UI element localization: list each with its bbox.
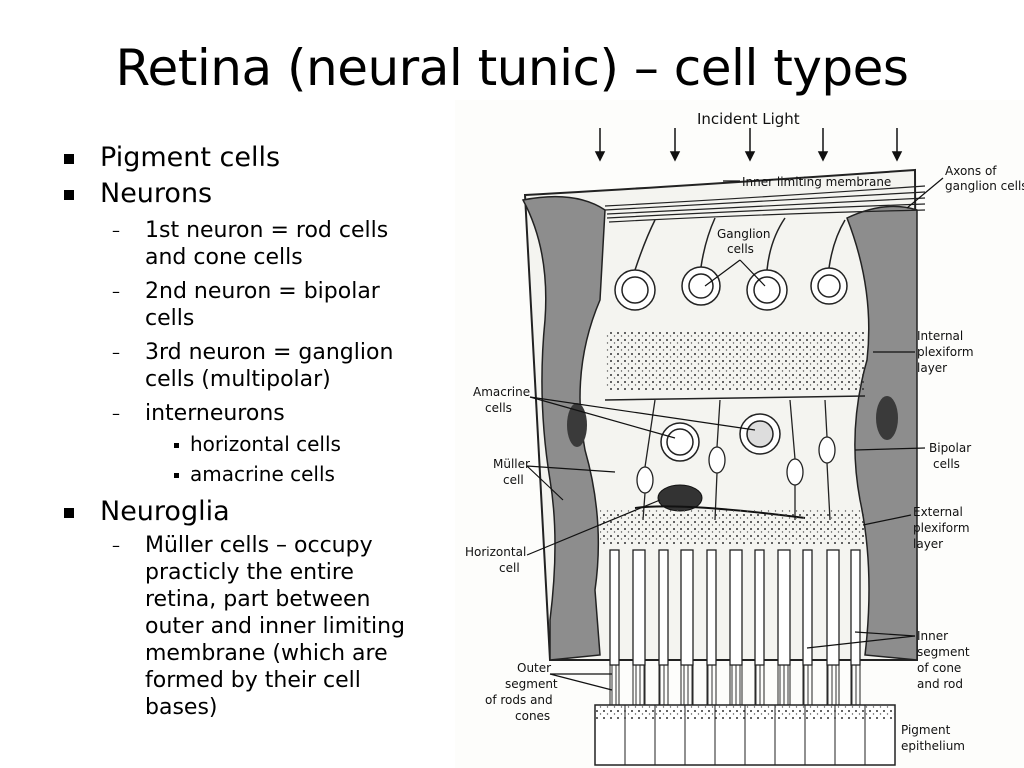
ganglion-label-line1: Ganglion — [717, 227, 771, 241]
line: interneurons — [145, 401, 285, 426]
bullet-item: Neuroglia — [62, 496, 457, 528]
incident-light-label: Incident Light — [697, 110, 800, 128]
outer-segment-label-line1: Outer — [517, 661, 551, 675]
outer-segment-label-line3: of rods and — [485, 693, 553, 707]
pigment-epithelium-label-line2: epithelium — [901, 739, 965, 753]
internal-plexiform-layer — [605, 330, 865, 390]
bullet-text: Neurons — [100, 178, 213, 209]
amacrine-cells — [660, 413, 781, 462]
line: 1st neuron = rod cells — [145, 218, 389, 243]
bullet-text: amacrine cells — [190, 462, 335, 486]
leader-lines — [526, 177, 944, 691]
ganglion-cells — [614, 217, 848, 311]
retina-diagram: Incident Light Inner limiting membrane A… — [455, 100, 1024, 768]
sub-bullet-item: – interneurons — [62, 400, 457, 427]
sub-sub-bullet-item: horizontal cells — [62, 432, 457, 457]
bullet-text: Pigment cells — [100, 142, 281, 173]
bullet-text: Neuroglia — [100, 496, 230, 527]
line: bases) — [145, 695, 218, 720]
square-bullet-icon — [64, 190, 74, 200]
sub-sub-bullet-item: amacrine cells — [62, 462, 457, 487]
dash-bullet-icon: – — [112, 404, 120, 423]
inner-segment-label-line1: Inner — [917, 629, 948, 643]
horizontal-label-line1: Horizontal — [465, 545, 526, 559]
inner-segment-label-line4: and rod — [917, 677, 963, 691]
muller-nucleus-right — [876, 396, 898, 440]
dash-bullet-icon: – — [112, 343, 120, 362]
axons-label-line2: ganglion cells — [945, 179, 1024, 193]
square-bullet-icon — [64, 154, 74, 164]
inner-limiting-membrane-label: Inner limiting membrane — [742, 175, 891, 189]
sub-bullet-item: – Müller cells – occupy practicly the en… — [62, 532, 457, 721]
dash-bullet-icon: – — [112, 221, 120, 240]
axons-label-line1: Axons of — [945, 164, 997, 178]
line: practicly the entire — [145, 560, 354, 585]
pigment-granules — [595, 705, 895, 719]
outer-segments — [609, 664, 861, 706]
outer-segment-label-line2: segment — [505, 677, 558, 691]
internal-plexiform-label-line1: Internal — [917, 329, 963, 343]
muller-column-left — [521, 195, 606, 661]
amacrine-label-line2: cells — [485, 401, 512, 415]
line: outer and inner limiting — [145, 614, 405, 639]
line: 2nd neuron = bipolar — [145, 279, 380, 304]
pigment-epithelium-label-line1: Pigment — [901, 723, 951, 737]
bullet-text: horizontal cells — [190, 432, 341, 456]
line: formed by their cell — [145, 668, 361, 693]
inner-segment-label-line2: segment — [917, 645, 970, 659]
muller-label-line2: cell — [503, 473, 524, 487]
internal-plexiform-label-line3: layer — [917, 361, 947, 375]
small-square-bullet-icon — [174, 473, 179, 478]
bullet-item: Pigment cells — [62, 142, 457, 174]
line: Müller cells – occupy — [145, 533, 373, 558]
bipolar-label-line2: cells — [933, 457, 960, 471]
external-plexiform-layer — [600, 510, 865, 545]
dash-bullet-icon: – — [112, 536, 120, 555]
ganglion-axon-fibers — [604, 185, 926, 223]
muller-nucleus-left — [567, 403, 587, 447]
external-plexiform-label-line2: plexiform — [913, 521, 970, 535]
amacrine-label-line1: Amacrine — [473, 385, 530, 399]
external-plexiform-label-line1: External — [913, 505, 963, 519]
outer-segment-label-line4: cones — [515, 709, 550, 723]
line: membrane (which are — [145, 641, 388, 666]
small-square-bullet-icon — [174, 443, 179, 448]
bipolar-label-line1: Bipolar — [929, 441, 971, 455]
line: cells — [145, 306, 195, 331]
slide-title: Retina (neural tunic) – cell types — [115, 39, 909, 97]
horizontal-label-line2: cell — [499, 561, 520, 575]
internal-plexiform-label-line2: plexiform — [917, 345, 974, 359]
inner-segment-label-line3: of cone — [917, 661, 961, 675]
line: cells (multipolar) — [145, 367, 331, 392]
line: and cone cells — [145, 245, 303, 270]
dash-bullet-icon: – — [112, 282, 120, 301]
bullet-item: Neurons — [62, 178, 457, 210]
plexiform-boundary — [604, 395, 866, 401]
ganglion-label-line2: cells — [727, 242, 754, 256]
incident-light-arrows — [594, 128, 903, 162]
external-plexiform-label-line3: layer — [913, 537, 943, 551]
bullet-list: Pigment cells Neurons – 1st neuron = rod … — [62, 136, 457, 721]
muller-label-line1: Müller — [493, 457, 530, 471]
line: retina, part between — [145, 587, 371, 612]
square-bullet-icon — [64, 508, 74, 518]
line: 3rd neuron = ganglion — [145, 340, 394, 365]
